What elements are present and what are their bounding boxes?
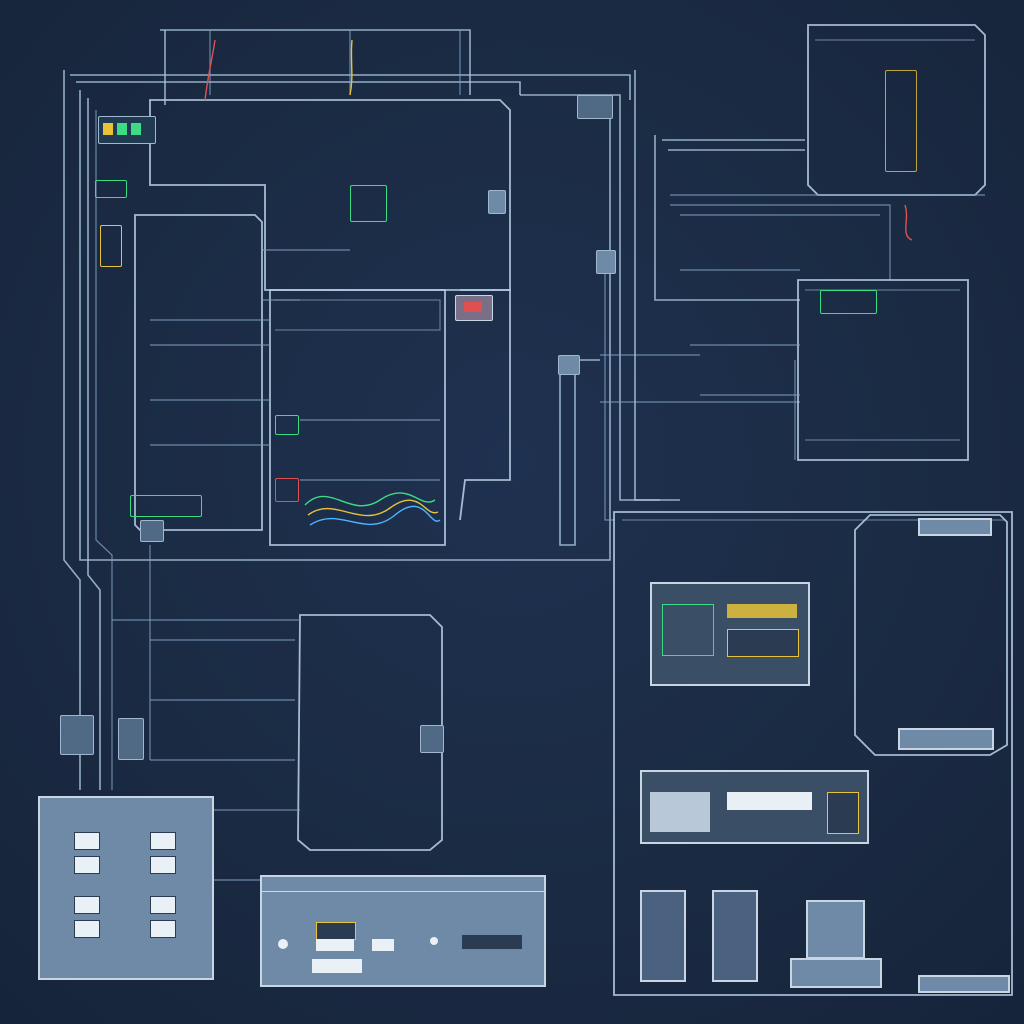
switch-panel-icon [38, 796, 214, 980]
switch-panel-icon [640, 890, 686, 982]
display-screen-icon [455, 295, 493, 321]
connector-icon [488, 190, 506, 214]
lower-center-module [112, 545, 443, 881]
relay-icon [275, 415, 299, 435]
connector-icon [95, 180, 127, 198]
switch-panel-icon [806, 900, 865, 959]
upper-left-modules [134, 99, 511, 546]
switch-panel-icon [898, 728, 994, 750]
connector-icon [100, 225, 122, 267]
connector-icon [140, 520, 164, 542]
switch-panel-icon [918, 975, 1010, 993]
colored-wire-bundle [204, 39, 913, 526]
switch-panel-icon [918, 518, 992, 536]
switch-panel-icon [712, 890, 758, 982]
connector-icon [60, 715, 94, 755]
relay-icon [130, 495, 202, 517]
switch-panel-icon [790, 958, 882, 988]
connector-icon [577, 95, 613, 119]
upper-right-monitor [654, 24, 986, 301]
led-indicator-icon [820, 290, 877, 314]
led-indicator-icon [885, 70, 917, 172]
connector-icon [596, 250, 616, 274]
left-bus-wires [63, 29, 631, 790]
connector-icon [420, 725, 444, 753]
relay-icon [350, 185, 387, 222]
connector-icon [558, 355, 580, 375]
switch-panel-icon [640, 770, 869, 844]
center-column-wires [520, 70, 800, 546]
switch-panel-icon [260, 875, 546, 987]
terminal-block-icon [98, 116, 156, 144]
display-screen-icon [650, 582, 810, 686]
relay-icon [275, 478, 299, 502]
connector-icon [118, 718, 144, 760]
